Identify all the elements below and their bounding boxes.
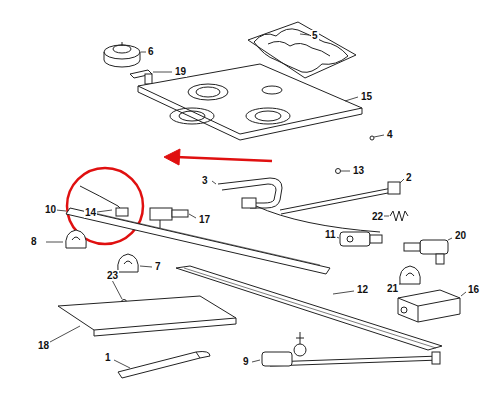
callout-number: 17 xyxy=(198,214,211,225)
callout-number: 11 xyxy=(324,229,337,240)
callout-number: 7 xyxy=(154,261,162,272)
callout-number: 23 xyxy=(106,270,119,281)
callout-number: 14 xyxy=(84,207,97,218)
callout-number: 9 xyxy=(242,356,250,367)
callout-number: 15 xyxy=(360,91,373,102)
callout-number: 10 xyxy=(44,204,57,215)
callout-number: 8 xyxy=(30,236,38,247)
callout-number: 20 xyxy=(454,230,467,241)
callout-number: 12 xyxy=(356,284,369,295)
callout-number: 22 xyxy=(371,211,384,222)
callout-number: 6 xyxy=(147,46,155,57)
callout-number: 19 xyxy=(174,66,187,77)
callout-number: 3 xyxy=(201,175,209,186)
callout-number: 18 xyxy=(37,340,50,351)
callout-number: 4 xyxy=(386,129,394,140)
callout-number: 16 xyxy=(467,284,480,295)
callout-number: 1 xyxy=(104,352,112,363)
callout-number: 13 xyxy=(352,165,365,176)
callout-number: 5 xyxy=(311,30,319,41)
callout-number: 21 xyxy=(386,283,399,294)
callout-number: 2 xyxy=(405,172,413,183)
